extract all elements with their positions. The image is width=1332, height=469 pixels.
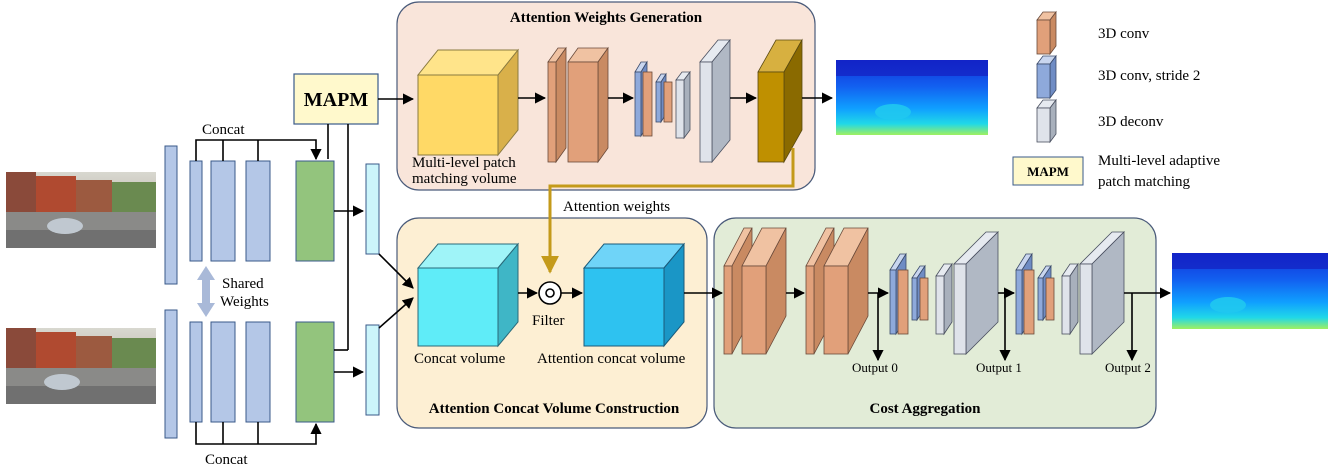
- cyan-feature-top: [365, 163, 380, 255]
- filter-label: Filter: [532, 313, 565, 329]
- shared-weights-arrow: [197, 266, 215, 317]
- left-input-image: [6, 172, 156, 248]
- ca-hourglass-2: [1015, 231, 1125, 355]
- legend-mapm-label: MAPM: [1027, 164, 1069, 179]
- disparity-output-top: [836, 60, 988, 135]
- legend-conv-label: 3D conv: [1098, 26, 1150, 42]
- concat-connector-bottom: [195, 422, 322, 445]
- multi-level-label-2: matching volume: [412, 171, 517, 187]
- legend: 3D conv 3D conv, stride 2 3D deconv MAPM…: [1012, 10, 1220, 190]
- legend-conv-stride-icon: [1036, 54, 1057, 100]
- output-0-label: Output 0: [852, 360, 898, 375]
- output-1-label: Output 1: [976, 360, 1022, 375]
- ca-hourglass-1: [889, 231, 999, 355]
- multi-level-label-1: Multi-level patch: [412, 155, 516, 171]
- legend-deconv-icon: [1036, 98, 1057, 144]
- ca-conv-stack-1: [723, 227, 787, 355]
- concat-volume-label: Concat volume: [414, 351, 506, 367]
- concat-volume-cube: [416, 242, 520, 348]
- filter-operator: [538, 281, 562, 305]
- legend-mapm-box: MAPM: [1012, 156, 1084, 186]
- legend-deconv-label: 3D deconv: [1098, 114, 1164, 130]
- disparity-output-final: [1172, 253, 1328, 329]
- mapm-module: MAPM: [293, 73, 379, 125]
- feature-extractor-bottom: [164, 309, 335, 439]
- legend-conv-icon: [1036, 10, 1057, 56]
- multi-level-patch-matching-volume: [416, 48, 520, 157]
- ca-conv-stack-2: [805, 227, 869, 355]
- legend-conv-stride-label: 3D conv, stride 2: [1098, 68, 1200, 84]
- legend-mapm-desc-2: patch matching: [1098, 174, 1191, 190]
- concat-label-top: Concat: [202, 122, 245, 138]
- legend-mapm-desc-1: Multi-level adaptive: [1098, 153, 1220, 169]
- attention-concat-volume-label: Attention concat volume: [537, 351, 686, 367]
- shared-weights-label-2: Weights: [220, 294, 269, 310]
- attention-concat-volume-cube: [582, 242, 686, 348]
- attention-weights-block: [757, 38, 803, 164]
- concat-label-bottom: Concat: [205, 452, 248, 468]
- attention-weights-label: Attention weights: [563, 199, 670, 215]
- panel-title-awg: Attention Weights Generation: [510, 10, 703, 26]
- features-to-concat-volume-arrows: [378, 253, 414, 329]
- awg-conv-stack: [547, 46, 609, 164]
- attention-weights-path: [541, 148, 795, 274]
- cyan-feature-bottom: [365, 324, 380, 416]
- right-input-image: [6, 328, 156, 404]
- panel-title-ca: Cost Aggregation: [870, 401, 982, 417]
- feature-extractor-top: [164, 145, 335, 285]
- feature-to-mapm-connectors: [327, 124, 349, 351]
- mapm-label: MAPM: [304, 89, 369, 111]
- shared-weights-label-1: Shared: [222, 276, 264, 292]
- awg-hourglass: [634, 38, 731, 164]
- output-2-label: Output 2: [1105, 360, 1151, 375]
- concat-connector-top: [195, 139, 322, 161]
- panel-title-acv: Attention Concat Volume Construction: [429, 401, 680, 417]
